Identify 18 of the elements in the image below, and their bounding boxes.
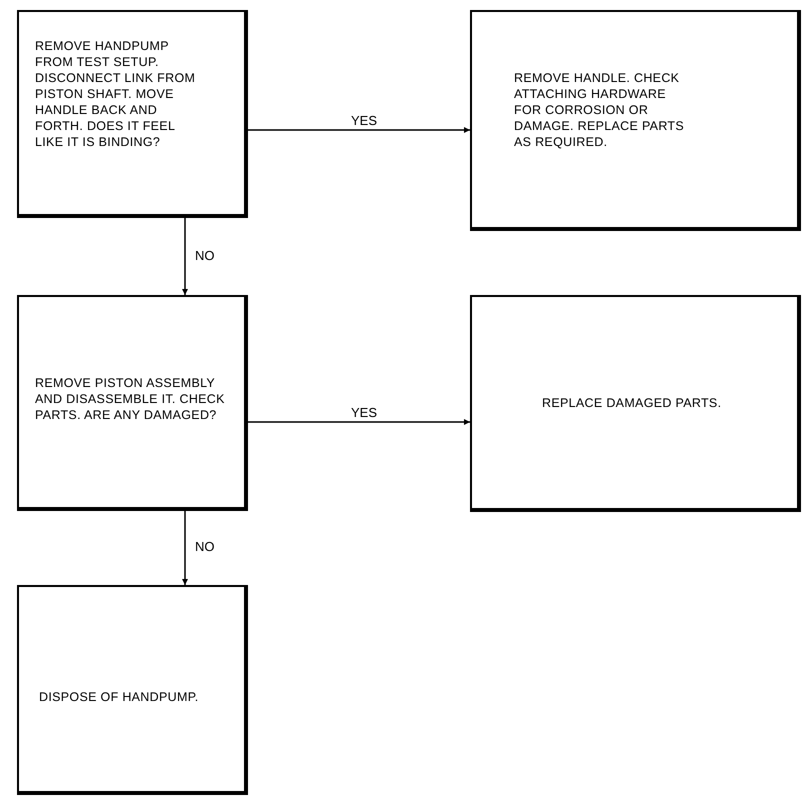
arrow <box>248 127 470 133</box>
process-box <box>17 585 248 795</box>
process-box <box>470 10 801 231</box>
edge-label: YES <box>349 114 380 127</box>
process-box <box>17 10 248 218</box>
arrow <box>182 218 188 295</box>
box-text: DISPOSE OF HANDPUMP. <box>39 689 200 705</box>
process-box <box>17 295 248 511</box>
arrow <box>182 511 188 585</box>
process-box <box>470 295 801 512</box>
box-text: REPLACE DAMAGED PARTS. <box>542 395 722 411</box>
edge-label: YES <box>349 406 380 419</box>
edge-label: NO <box>193 248 216 262</box>
box-text: REMOVE HANDPUMP FROM TEST SETUP. DISCONNECT LINK FROM PISTON SHAFT. MOVE HANDLE BACK AND FORTH. DOES IT FEEL LIKE IT IS BINDING? <box>35 38 196 150</box>
box-text: REMOVE PISTON ASSEMBLY AND DISASSEMBLE IT. CHECK PARTS. ARE ANY DAMAGED? <box>35 375 226 423</box>
arrow <box>248 419 470 425</box>
edge-label: NO <box>193 540 216 553</box>
box-text: REMOVE HANDLE. CHECK ATTACHING HARDWARE FOR CORROSION OR DAMAGE. REPLACE PARTS AS REQUIRED. <box>514 70 686 150</box>
